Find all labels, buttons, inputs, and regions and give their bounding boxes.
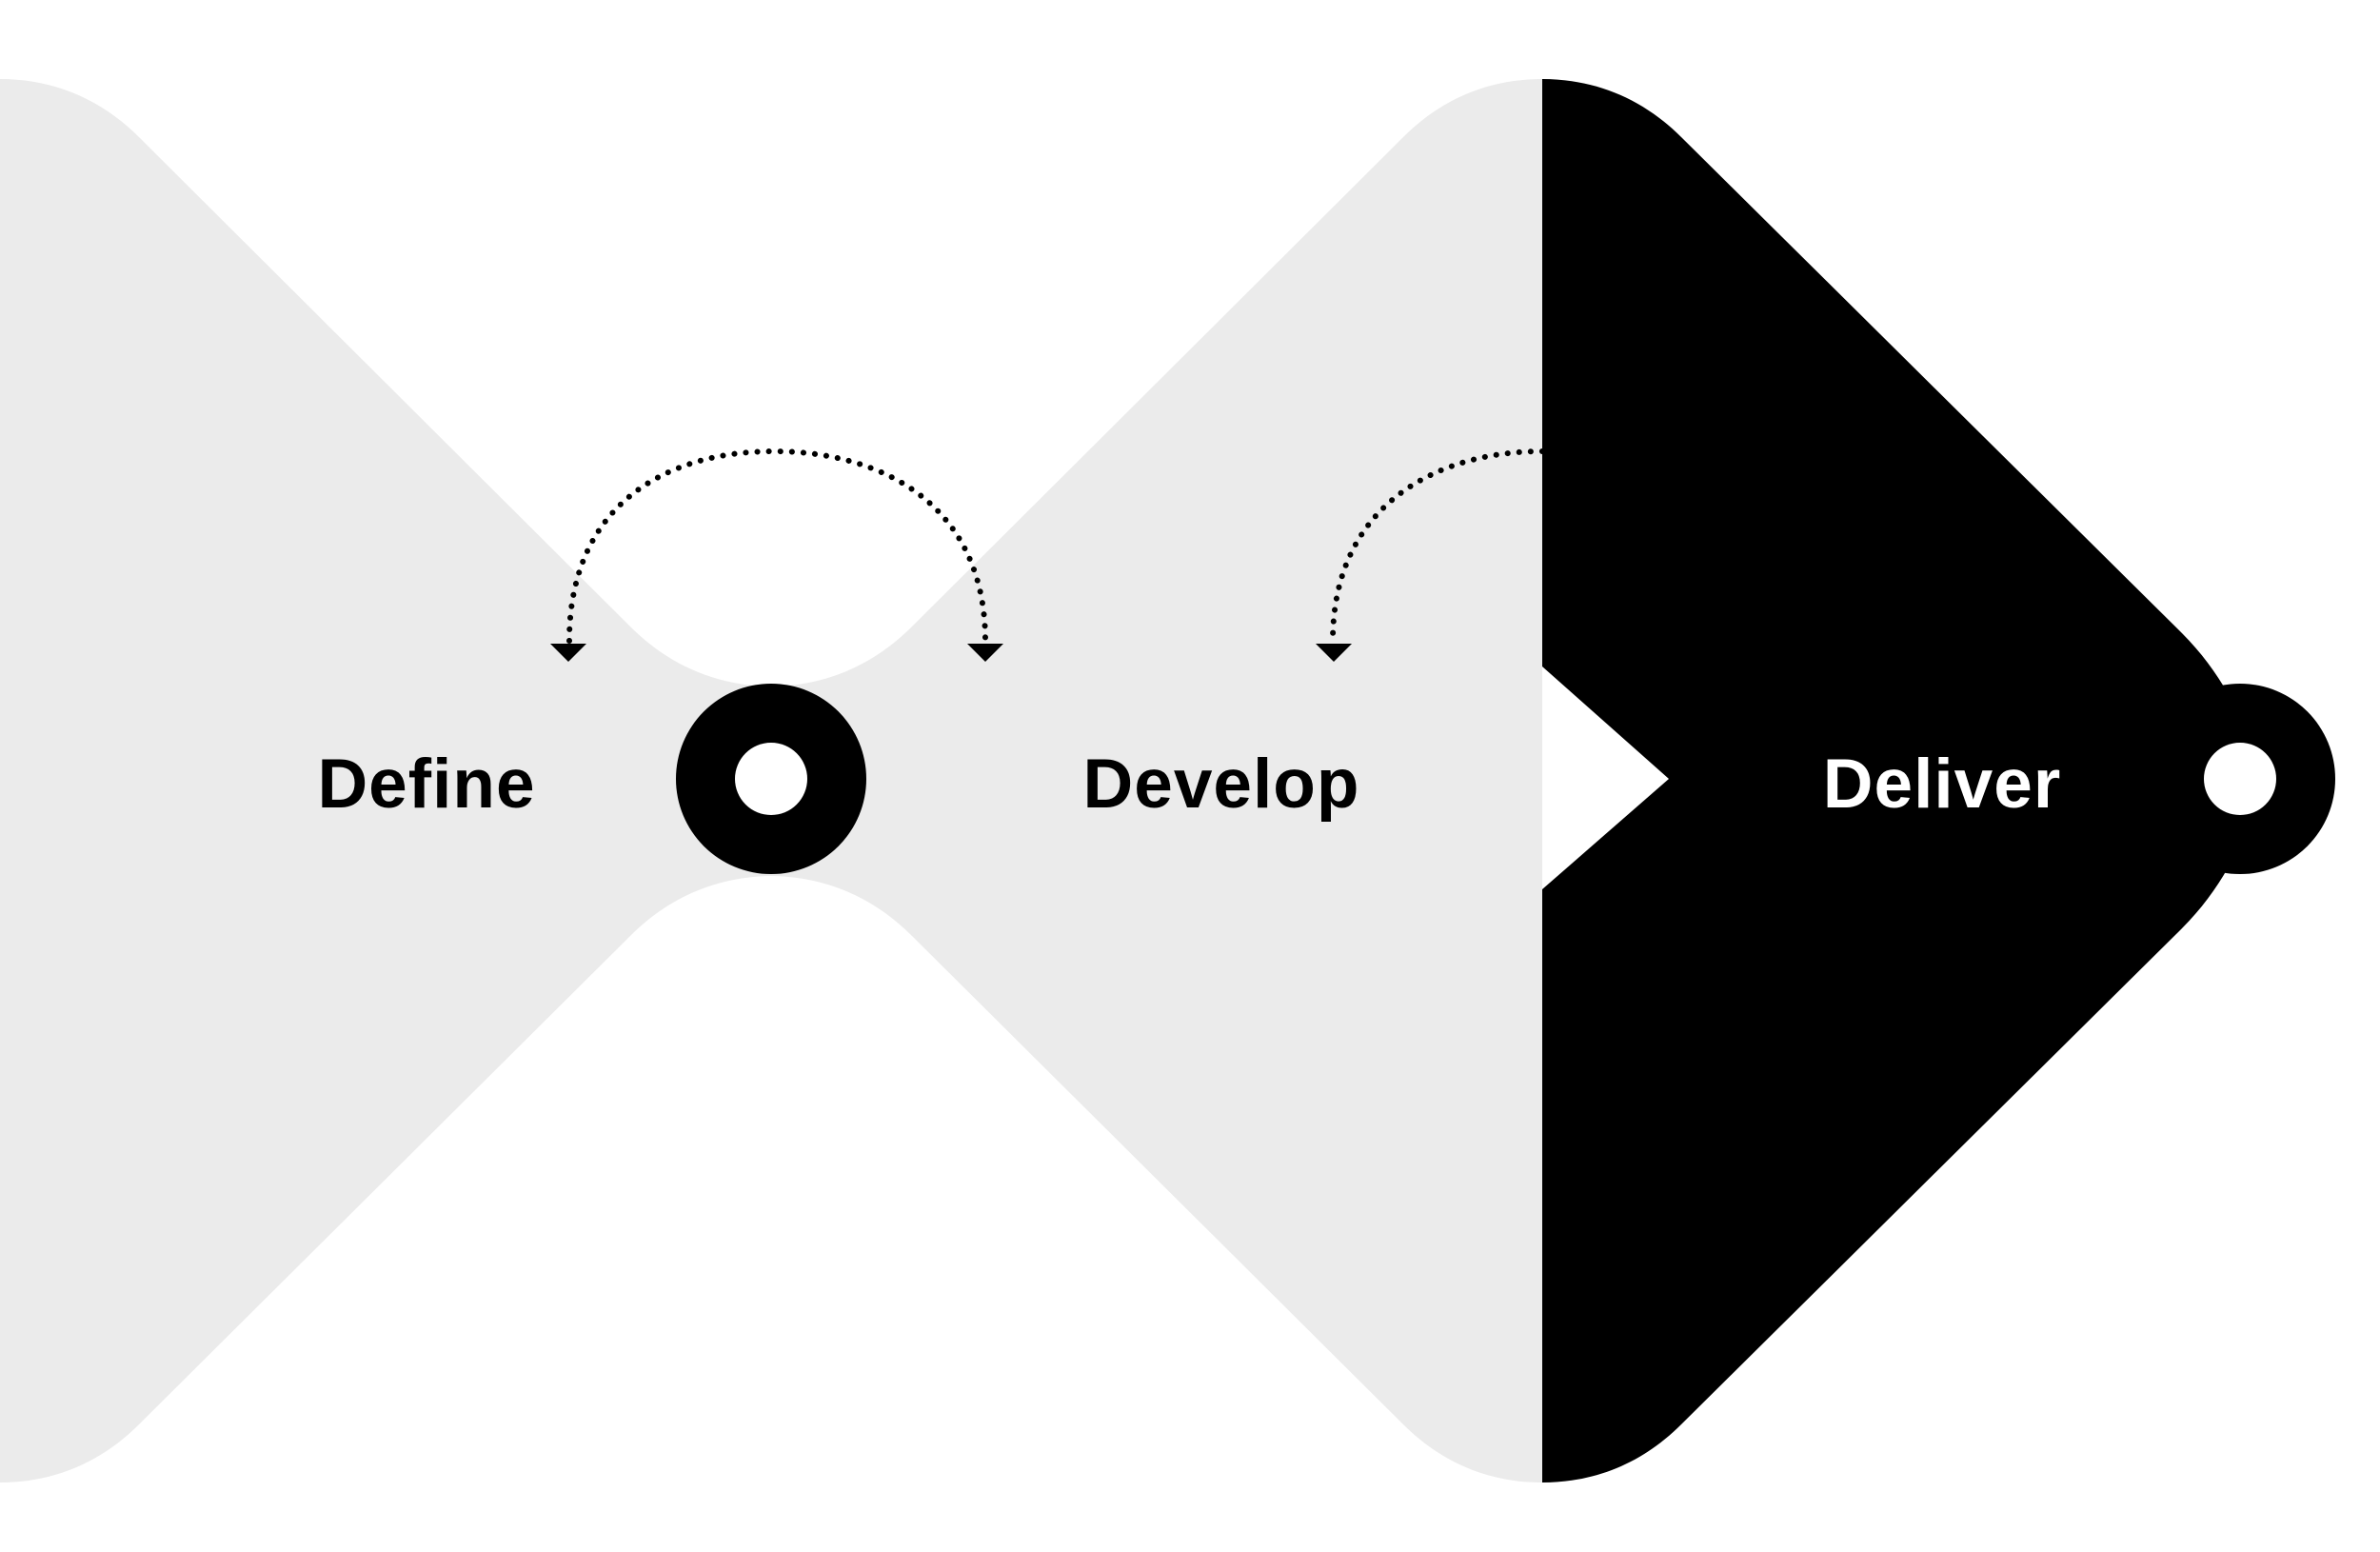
- phase-label-develop: Develop: [1083, 746, 1360, 823]
- arrow-head-icon: [550, 644, 586, 662]
- ring-node-inner: [2204, 743, 2276, 815]
- ring-node-inner: [735, 743, 807, 815]
- arrow-head-icon: [1316, 644, 1352, 662]
- define-diamond: [0, 79, 771, 1482]
- phase-label-deliver: Deliver: [1823, 746, 2062, 823]
- deliver-diamond: [1542, 79, 2228, 1482]
- end-node: [2145, 684, 2335, 874]
- dotted-arrow-icon: [566, 448, 988, 644]
- develop-diamond: [771, 79, 1542, 1482]
- arrow-head-icon: [967, 644, 1003, 662]
- midpoint-node: [676, 684, 866, 874]
- phase-label-define: Define: [317, 746, 535, 823]
- arrow-heads: [550, 644, 1352, 662]
